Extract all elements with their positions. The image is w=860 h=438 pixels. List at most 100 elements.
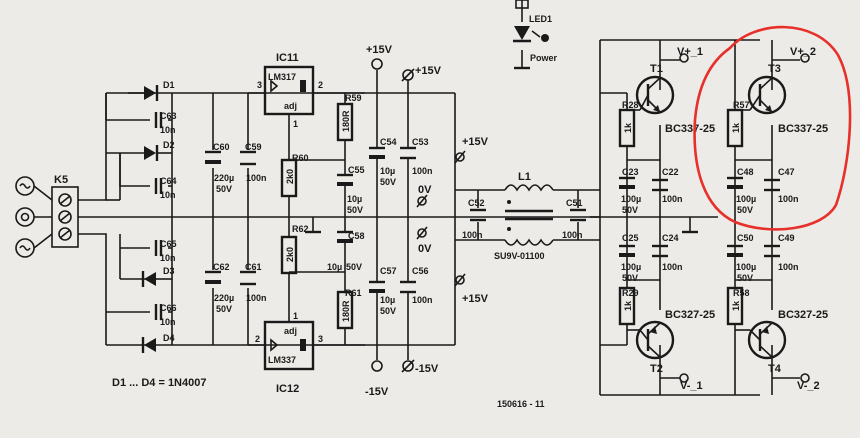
diode-d2 — [144, 145, 172, 161]
resistor-r62 — [280, 235, 298, 275]
c60-label: C60 — [213, 142, 230, 152]
c50-voltage: 50V — [737, 273, 753, 283]
c24-value: 100n — [662, 262, 683, 272]
capacitor-c52 — [455, 189, 505, 241]
transistor-t3 — [747, 75, 787, 115]
t4-part: BC327-25 — [778, 309, 828, 321]
c64-label: C64 — [160, 176, 177, 186]
r29-value: 1k — [623, 300, 633, 311]
terminal-m15-b-label: -15V — [415, 363, 439, 375]
c49-label: C49 — [778, 233, 795, 243]
diode-d1 — [128, 85, 159, 101]
terminal-m15-a — [371, 360, 383, 372]
r58-value: 1k — [731, 300, 741, 311]
c62-voltage: 50V — [216, 304, 232, 314]
terminal-0v-b-label: 0V — [418, 243, 432, 255]
c47-label: C47 — [778, 167, 795, 177]
terminal-p15-c — [454, 150, 466, 164]
terminal-p15-d — [454, 273, 466, 287]
terminal-m15-a-label: -15V — [365, 386, 389, 398]
terminal-vm1-label: V-_1 — [680, 380, 703, 392]
ic12-pin2: 2 — [255, 334, 260, 344]
c49-value: 100n — [778, 262, 799, 272]
capacitor-c59 — [240, 150, 256, 166]
c51-label: C51 — [566, 198, 583, 208]
c48-value: 100µ — [736, 194, 756, 204]
capacitor-c54 — [369, 146, 385, 159]
c63-label: C63 — [160, 111, 177, 121]
c61-value: 100n — [246, 293, 267, 303]
d1-label: D1 — [163, 80, 175, 90]
ic11-pin3: 3 — [257, 80, 262, 90]
ic11-pin1: 1 — [293, 119, 298, 129]
c54-value: 10µ — [380, 166, 395, 176]
c56-value: 100n — [412, 295, 433, 305]
c58-value: 10µ — [327, 262, 342, 272]
c62-value: 220µ — [214, 293, 234, 303]
r61-label: R61 — [345, 288, 362, 298]
capacitor-c53 — [400, 146, 416, 160]
capacitor-c65 — [154, 240, 163, 256]
ic12-pin3: 3 — [318, 334, 323, 344]
c47-value: 100n — [778, 194, 799, 204]
c53-label: C53 — [412, 137, 429, 147]
ic12-part: LM337 — [268, 355, 296, 365]
ic12-adj: adj — [284, 326, 297, 336]
r62-value: 2k0 — [285, 247, 295, 262]
d2-label: D2 — [163, 140, 175, 150]
led1-power-label: Power — [530, 53, 558, 63]
c57-value: 10µ — [380, 295, 395, 305]
transistor-t2 — [635, 320, 675, 360]
highlight-circle — [693, 25, 852, 231]
c63-value: 10n — [160, 125, 176, 135]
capacitor-c60 — [205, 150, 221, 164]
t2-part: BC327-25 — [665, 309, 715, 321]
capacitor-c22 — [652, 178, 668, 192]
r59-label: R59 — [345, 93, 362, 103]
c66-label: C66 — [160, 303, 177, 313]
k5-label: K5 — [54, 174, 68, 186]
c48-label: C48 — [737, 167, 754, 177]
terminal-0v-b — [416, 226, 428, 240]
capacitor-c58 — [337, 230, 353, 243]
terminal-vp1 — [679, 53, 689, 63]
transistor-t1 — [635, 75, 675, 115]
terminal-0v-a — [416, 194, 428, 208]
led1 — [513, 0, 549, 43]
terminal-m15-b — [401, 359, 415, 373]
r62-label: R62 — [292, 224, 309, 234]
c50-label: C50 — [737, 233, 754, 243]
capacitor-c49 — [764, 244, 780, 258]
c53-value: 100n — [412, 166, 433, 176]
c59-label: C59 — [245, 142, 262, 152]
c25-value: 100µ — [621, 262, 641, 272]
resistor-r58 — [726, 286, 744, 326]
capacitor-c56 — [400, 280, 416, 294]
terminal-vp2 — [800, 53, 810, 63]
terminal-p15-d-label: +15V — [462, 293, 489, 305]
c48-voltage: 50V — [737, 205, 753, 215]
connector-k5 — [51, 186, 79, 248]
r60-value: 2k0 — [285, 169, 295, 184]
ic11-pin2: 2 — [318, 80, 323, 90]
terminal-p15-b-label: +15V — [415, 65, 442, 77]
regulator-ic11 — [263, 65, 315, 116]
t3-label: T3 — [768, 63, 781, 75]
capacitor-c66 — [154, 304, 163, 320]
c60-value: 220µ — [214, 173, 234, 183]
c52-value: 100n — [462, 230, 483, 240]
r28-label: R28 — [622, 100, 639, 110]
c22-value: 100n — [662, 194, 683, 204]
c55-label: C55 — [348, 165, 365, 175]
terminal-p15-b — [401, 68, 415, 82]
ic11-label: IC11 — [276, 52, 299, 64]
c64-value: 10n — [160, 190, 176, 200]
c58-label: C58 — [348, 231, 365, 241]
inductor-l1 — [504, 184, 600, 246]
c23-value: 100µ — [621, 194, 641, 204]
c65-label: C65 — [160, 239, 177, 249]
capacitor-c64 — [154, 178, 163, 194]
c55-voltage: 50V — [347, 205, 363, 215]
terminal-p15-a — [371, 58, 383, 70]
